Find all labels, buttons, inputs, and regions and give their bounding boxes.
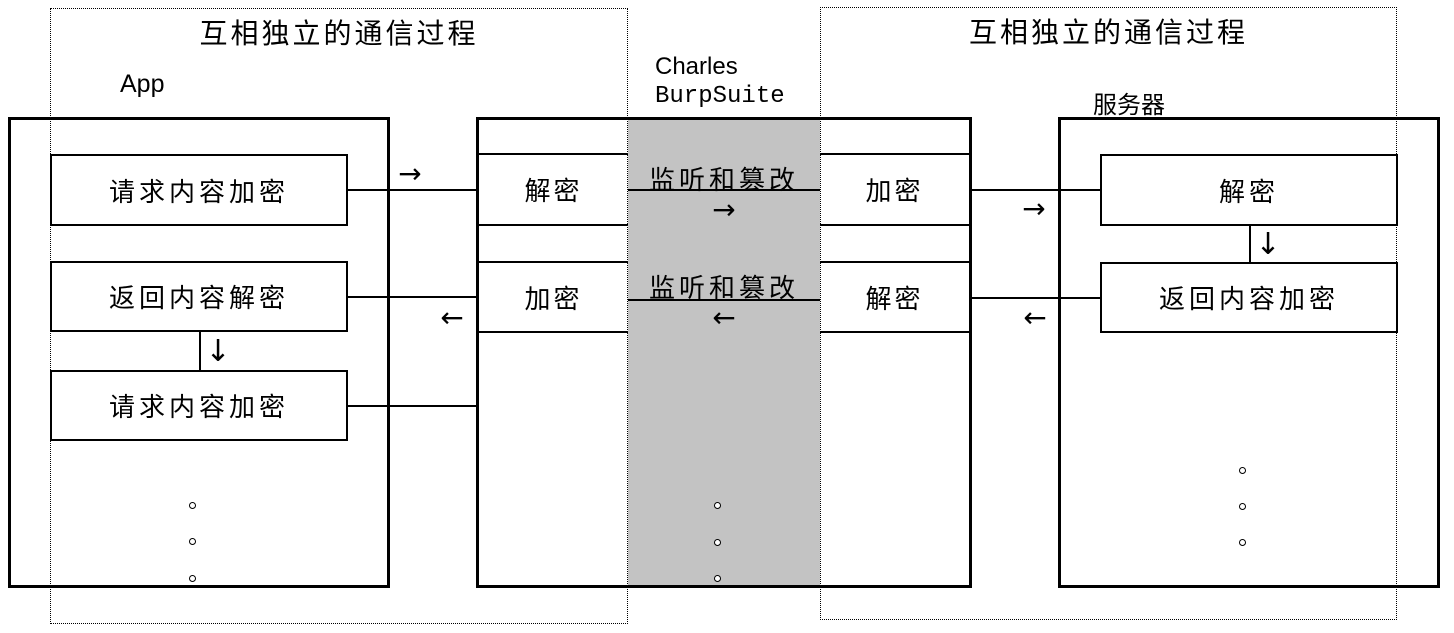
proxy-left-cell-bottom-line — [479, 224, 628, 226]
proxy-label-burpsuite: BurpSuite — [655, 83, 785, 110]
arrow-down-icon: ↓ — [205, 334, 231, 369]
proxy-right-cell-top-line — [820, 153, 969, 155]
proxy-cell-encrypt-out: 加密 — [865, 177, 924, 207]
server-box — [1058, 117, 1440, 588]
app-box — [8, 117, 390, 588]
arrow-right-icon: → — [712, 193, 736, 226]
proxy-right-cell2-top-line — [820, 261, 969, 263]
connector-request2-app-to-proxy — [348, 405, 476, 407]
proxy-label-charles: Charles — [655, 53, 738, 80]
connector-response-proxy-to-app — [348, 296, 476, 298]
app-step-response-decrypt: 返回内容解密 — [50, 261, 348, 332]
server-step-response-encrypt: 返回内容加密 — [1100, 262, 1398, 333]
right-session-title: 互相独立的通信过程 — [968, 16, 1248, 49]
arrow-right-icon: → — [398, 157, 422, 190]
intercept-zone — [628, 120, 820, 585]
left-session-title: 互相独立的通信过程 — [199, 17, 479, 50]
proxy-right-cell2-bottom-line — [820, 331, 969, 333]
ellipsis-dot — [1239, 539, 1246, 546]
ellipsis-dot — [189, 502, 196, 509]
ellipsis-dot — [189, 575, 196, 582]
server-label: 服务器 — [1093, 92, 1165, 119]
ellipsis-dot — [714, 502, 721, 509]
connector-response-through-intercept — [628, 299, 820, 301]
app-step-request-encrypt: 请求内容加密 — [50, 154, 348, 226]
proxy-left-cell2-bottom-line — [479, 331, 628, 333]
proxy-left-cell2-top-line — [479, 261, 628, 263]
connector-request-proxy-to-server — [972, 189, 1100, 191]
ellipsis-dot — [714, 539, 721, 546]
connector-response-server-to-proxy — [972, 297, 1100, 299]
server-flow-line-down — [1249, 226, 1251, 263]
intercept-request-label: 监听和篡改 — [648, 166, 799, 196]
ellipsis-dot — [1239, 503, 1246, 510]
arrow-down-icon: ↓ — [1255, 227, 1281, 262]
arrow-left-icon: ← — [1023, 301, 1047, 334]
ellipsis-dot — [714, 575, 721, 582]
proxy-cell-decrypt-in: 解密 — [524, 177, 583, 207]
proxy-cell-encrypt-out-return: 加密 — [524, 284, 583, 315]
proxy-right-cell-bottom-line — [820, 224, 969, 226]
arrow-left-icon: ← — [712, 301, 736, 334]
app-label: App — [120, 70, 165, 98]
proxy-left-cell-top-line — [479, 153, 628, 155]
connector-request-through-intercept — [628, 189, 820, 191]
connector-request-app-to-proxy — [348, 189, 476, 191]
app-flow-line-down — [199, 332, 201, 370]
server-step-decrypt: 解密 — [1100, 154, 1398, 226]
proxy-cell-decrypt-in-return: 解密 — [865, 284, 924, 315]
ellipsis-dot — [189, 538, 196, 545]
arrow-right-icon: → — [1022, 192, 1046, 225]
ellipsis-dot — [1239, 467, 1246, 474]
app-step-request-encrypt-2: 请求内容加密 — [50, 370, 348, 441]
proxy-box — [476, 117, 972, 588]
arrow-left-icon: ← — [440, 301, 464, 334]
